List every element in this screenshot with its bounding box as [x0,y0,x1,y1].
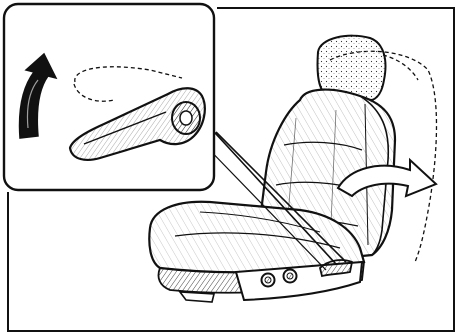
lever-detail-inset [4,4,214,190]
seat-rail [180,292,214,302]
